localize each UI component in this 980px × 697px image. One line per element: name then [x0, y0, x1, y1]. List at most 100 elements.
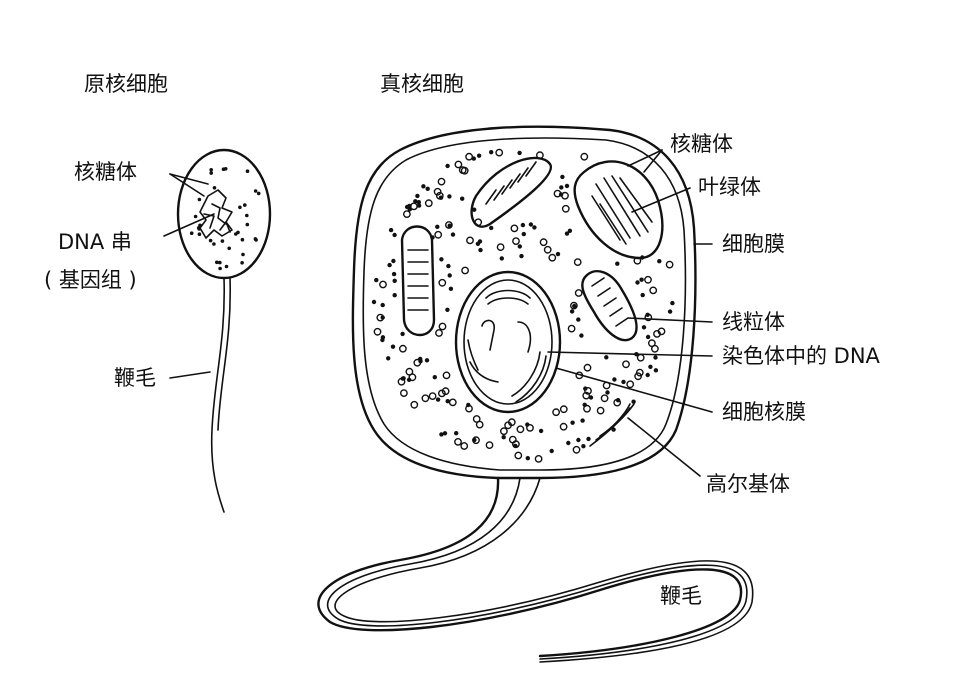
ribosome-dot — [633, 256, 642, 265]
ribosome-dot — [489, 150, 494, 155]
ribosome-dot — [567, 228, 573, 233]
eukaryote-ribosome-label: 核糖体 — [670, 132, 733, 156]
ribosome-dot — [528, 222, 534, 227]
ribosome-dot — [256, 191, 261, 196]
eukaryote-leaders — [547, 149, 713, 477]
ribosome-dot — [510, 224, 519, 233]
ribosome-dot — [631, 399, 636, 404]
ribosome-dot — [514, 451, 523, 460]
ribosome-dot — [197, 232, 202, 236]
ribosome-dot — [553, 189, 562, 198]
ribosome-dot — [583, 363, 592, 372]
ribosome-dot — [445, 307, 450, 312]
ribosome-dot — [472, 437, 477, 443]
ribosome-dot — [447, 223, 452, 228]
ribosome-dot — [209, 168, 213, 172]
ribosome-dot — [221, 167, 226, 171]
ribosome-dot — [245, 169, 250, 173]
ribosome-dot — [243, 203, 247, 207]
ribosome-dot — [573, 258, 582, 266]
ribosome-dot — [435, 224, 440, 229]
ribosome-dot — [525, 422, 530, 427]
ribosome-dot — [402, 210, 411, 219]
ribosome-dot — [380, 337, 385, 343]
ribosome-dot — [430, 235, 435, 240]
ribosome-dot — [566, 440, 571, 446]
ribosome-dot — [460, 196, 465, 201]
ribosome-dot — [621, 379, 626, 385]
ribosome-dot — [552, 408, 560, 417]
ribosome-dot — [572, 445, 581, 454]
ribosome-dot — [435, 397, 441, 402]
ribosome-dot — [438, 322, 447, 331]
ribosome-dot — [208, 238, 213, 243]
ribosome-dot — [434, 230, 443, 239]
ribosome-dot — [501, 435, 506, 440]
ribosome-dot — [392, 232, 397, 238]
ribosome-dot — [526, 423, 534, 432]
ribosome-dot — [406, 377, 412, 382]
ribosome-dot — [580, 152, 589, 161]
ribosome-dot — [212, 186, 217, 190]
ribosome-dot — [404, 204, 410, 210]
ribosome-dot — [645, 334, 651, 340]
ribosome-dot — [220, 239, 225, 243]
ribosome-dot — [371, 299, 377, 305]
ribosome-dot — [386, 356, 391, 361]
ribosome-dot — [534, 454, 543, 463]
ribosome-dot — [561, 204, 570, 213]
ribosome-dot — [580, 418, 585, 423]
ribosome-dot — [485, 441, 494, 449]
nuclear-membrane-label: 细胞核膜 — [722, 400, 806, 424]
ribosome-dot — [536, 151, 544, 160]
ribosome-dot — [570, 420, 575, 425]
ribosome-dot — [465, 152, 473, 161]
ribosome-dot — [635, 368, 644, 377]
ribosome-dot — [447, 194, 452, 199]
ribosome-dot — [240, 237, 245, 242]
ribosome-dot — [519, 253, 524, 259]
golgi-label: 高尔基体 — [706, 472, 790, 496]
eukaryote-ribosomes — [371, 148, 675, 463]
ribosome-dot — [416, 203, 422, 208]
ribosome-dot — [639, 277, 644, 282]
ribosome-dot — [437, 177, 446, 186]
ribosome-dot — [640, 292, 645, 298]
prokaryote-ribosome-label: 核糖体 — [74, 160, 137, 184]
ribosome-dot — [461, 266, 469, 275]
ribosome-dot — [234, 232, 238, 236]
ribosome-dot — [532, 225, 537, 230]
ribosome-dot — [415, 193, 420, 199]
chloroplast — [573, 160, 664, 260]
ribosome-dot — [613, 398, 622, 407]
ribosome-dot — [499, 256, 504, 261]
ribosome-dot — [405, 367, 414, 376]
prokaryote-dna-label: DNA 串 — [58, 230, 132, 254]
ribosome-dot — [636, 353, 645, 362]
ribosome-dot — [245, 213, 249, 218]
ribosome-dot — [240, 261, 244, 265]
ribosome-dot — [399, 389, 408, 397]
ribosome-dot — [448, 398, 457, 407]
ribosome-dot — [421, 394, 430, 403]
ribosome-dot — [441, 387, 450, 396]
mitochondria-label: 线粒体 — [722, 310, 785, 334]
ribosome-dot — [465, 404, 473, 413]
ribosome-dot — [380, 302, 385, 308]
eukaryote-title: 真核细胞 — [380, 72, 464, 96]
ribosome-dot — [446, 263, 451, 269]
ribosome-dot — [193, 214, 198, 219]
ribosome-dot — [649, 286, 658, 295]
ribosome-dot — [471, 156, 476, 161]
ribosome-dot — [454, 431, 459, 436]
ribosome-dot — [410, 400, 419, 409]
ribosome-dot — [615, 261, 620, 266]
ribosome-dot — [445, 399, 450, 404]
ribosome-dot — [392, 278, 397, 283]
nucleus — [454, 270, 562, 414]
ribosome-dot — [215, 260, 219, 265]
ribosome-dot — [560, 174, 565, 180]
ribosome-dot — [413, 199, 418, 204]
ribosome-dot — [525, 456, 530, 461]
ribosome-dot — [572, 303, 577, 309]
